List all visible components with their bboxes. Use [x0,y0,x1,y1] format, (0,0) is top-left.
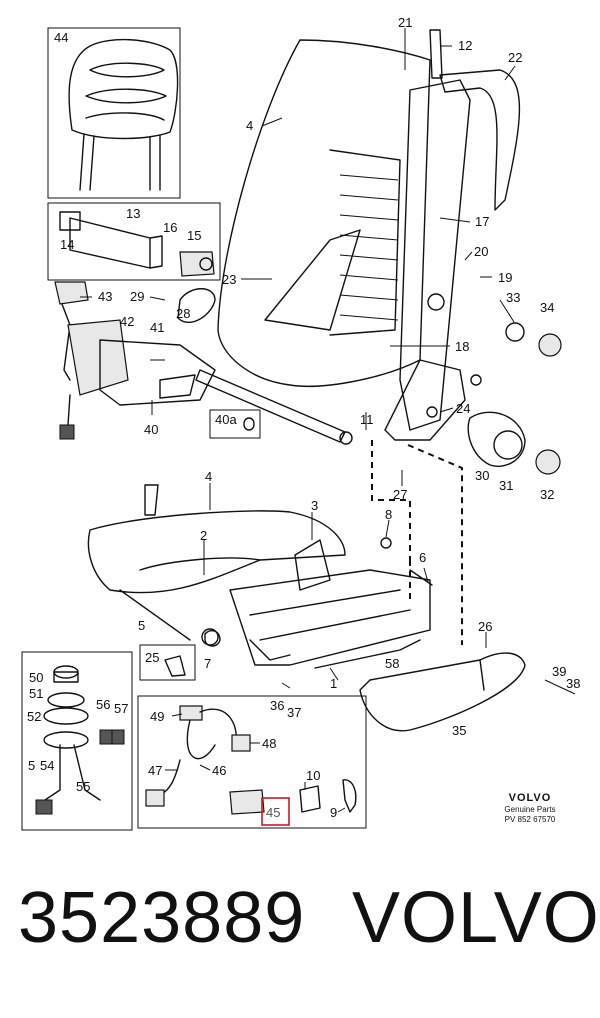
callout-39: 39 [552,664,566,679]
callout-42: 42 [120,314,134,329]
clip-40a [243,417,255,431]
callout-49: 49 [150,709,164,724]
callout-25: 25 [145,650,159,665]
callout-36: 36 [270,698,284,713]
callout-45: 45 [266,805,280,820]
clip-25 [164,655,186,677]
callout-46: 46 [212,763,226,778]
callout-44: 44 [54,30,68,45]
callout-38: 38 [566,676,580,691]
brand-genuine-parts: Genuine Parts [504,805,556,814]
left-recliner [54,281,216,440]
callout-52: 52 [27,709,41,724]
callout-7: 7 [204,656,211,671]
callout-32: 32 [540,487,554,502]
callout-12: 12 [458,38,472,53]
backrest [217,29,521,441]
callout-29: 29 [130,289,144,304]
guide-line-2 [407,444,463,645]
seat-frame [201,537,433,669]
callout-55: 55 [76,779,90,794]
callout-15: 15 [187,228,201,243]
callout-57: 57 [114,701,128,716]
callout-2: 2 [200,528,207,543]
callout-35: 35 [452,723,466,738]
caption: 3523889 VOLVO [0,882,600,992]
callout-3: 3 [311,498,318,513]
callout-5-motor: 5 [28,758,35,773]
callout-22: 22 [508,50,522,65]
callout-43: 43 [98,289,112,304]
right-knobs [426,293,562,475]
detail-box-headrest [47,27,181,199]
callout-9: 9 [330,805,337,820]
callout-21: 21 [398,15,412,30]
callout-23: 23 [222,272,236,287]
side-trim [359,652,526,732]
detail-box-40a [209,409,261,439]
callout-16: 16 [163,220,177,235]
callout-28: 28 [176,306,190,321]
callout-13: 13 [126,206,140,221]
callout-56: 56 [96,697,110,712]
callout-17: 17 [475,214,489,229]
callout-8: 8 [385,507,392,522]
callout-34: 34 [540,300,554,315]
part-45-highlight [261,797,290,826]
callout-24: 24 [456,401,470,416]
detail-box-25 [139,644,196,681]
seat-exploded-diagram: 44 21 12 22 4 13 16 15 14 17 20 19 23 43… [21,15,580,831]
callout-47: 47 [148,763,162,778]
callout-40: 40 [144,422,158,437]
detail-box-wiring [137,695,367,829]
callout-5-left: 5 [138,618,145,633]
part-7 [204,629,221,647]
brand-pv-number: PV 852 67570 [504,815,556,824]
callout-4-seat: 4 [205,469,212,484]
callout-30: 30 [475,468,489,483]
callout-37: 37 [287,705,301,720]
callout-20: 20 [474,244,488,259]
callout-31: 31 [499,478,513,493]
callout-54: 54 [40,758,54,773]
callout-11: 11 [360,412,374,427]
callout-4-top: 4 [246,118,253,133]
guide-line-1 [371,440,411,560]
callout-33: 33 [506,290,520,305]
motor-parts [35,665,125,815]
callout-51: 51 [29,686,43,701]
headrest-part [68,38,179,191]
callout-14: 14 [60,237,74,252]
callout-41: 41 [150,320,164,335]
volvo-genuine-parts-logo: VOLVO Genuine Parts PV 852 67570 [480,792,580,824]
callout-10: 10 [306,768,320,783]
callout-19: 19 [498,270,512,285]
callout-48: 48 [262,736,276,751]
callout-1: 1 [330,676,337,691]
detail-box-clips [47,202,221,281]
callout-26: 26 [478,619,492,634]
callout-50: 50 [29,670,43,685]
callout-27: 27 [393,487,407,502]
clip-parts [59,211,215,277]
callout-18: 18 [455,339,469,354]
brand-logo: VOLVO [508,792,552,804]
callout-40a: 40a [215,412,237,427]
seat-cushion [87,484,346,641]
brand-name: VOLVO [352,878,600,958]
callout-58: 58 [385,656,399,671]
wiring-parts [145,705,357,815]
leader-lines [80,28,576,813]
part-number: 3523889 [18,878,306,958]
detail-box-motor [21,651,133,831]
cross-tube [195,369,353,445]
callout-6: 6 [419,550,426,565]
